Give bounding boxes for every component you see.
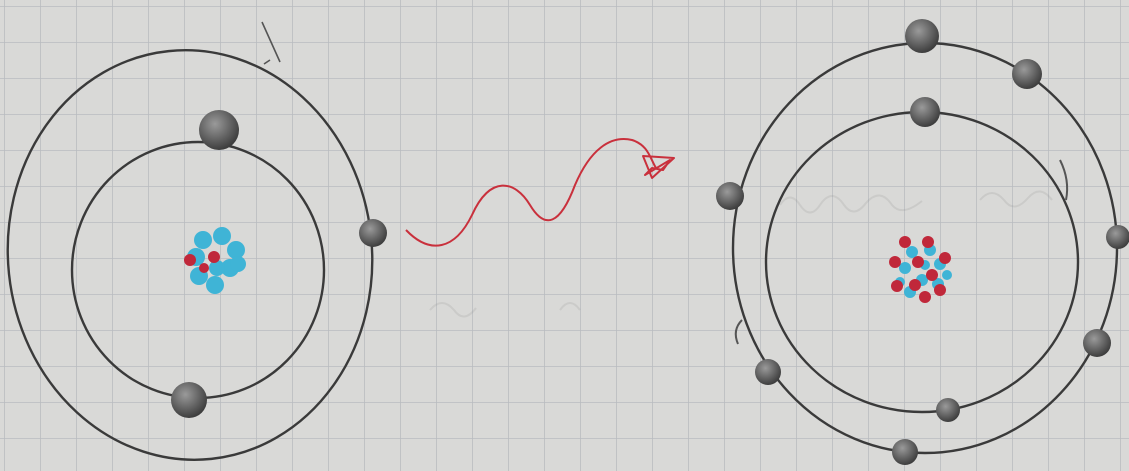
neutron <box>899 262 911 274</box>
electron <box>1106 225 1129 249</box>
neutron <box>209 260 225 276</box>
proton <box>891 280 903 292</box>
right-atom <box>716 19 1129 465</box>
electron <box>199 110 239 150</box>
electron <box>936 398 960 422</box>
proton <box>912 256 924 268</box>
neutron <box>206 276 224 294</box>
neutron <box>230 256 246 272</box>
proton <box>919 291 931 303</box>
electron <box>716 182 744 210</box>
pencil-tick-mark <box>261 21 281 65</box>
pencil-stroke <box>1059 159 1069 201</box>
proton <box>199 263 209 273</box>
electron <box>892 439 918 465</box>
electron <box>905 19 939 53</box>
neutron <box>906 246 918 258</box>
proton <box>926 269 938 281</box>
neutron <box>213 227 231 245</box>
neutron <box>227 241 245 259</box>
proton <box>922 236 934 248</box>
electron <box>1012 59 1042 89</box>
electron <box>359 219 387 247</box>
electron <box>1083 329 1111 357</box>
proton <box>208 251 220 263</box>
right-nucleus <box>889 236 952 303</box>
wavy-arrow-icon <box>405 138 675 247</box>
electron <box>755 359 781 385</box>
electron <box>171 382 207 418</box>
proton <box>934 284 946 296</box>
proton <box>899 236 911 248</box>
faint-background-writing <box>429 190 1053 318</box>
left-atom <box>6 21 387 461</box>
proton <box>909 279 921 291</box>
proton <box>184 254 196 266</box>
proton <box>889 256 901 268</box>
pencil-stroke <box>734 319 743 345</box>
electron <box>910 97 940 127</box>
neutron <box>194 231 212 249</box>
left-nucleus <box>184 227 246 294</box>
neutron <box>942 270 952 280</box>
proton <box>939 252 951 264</box>
